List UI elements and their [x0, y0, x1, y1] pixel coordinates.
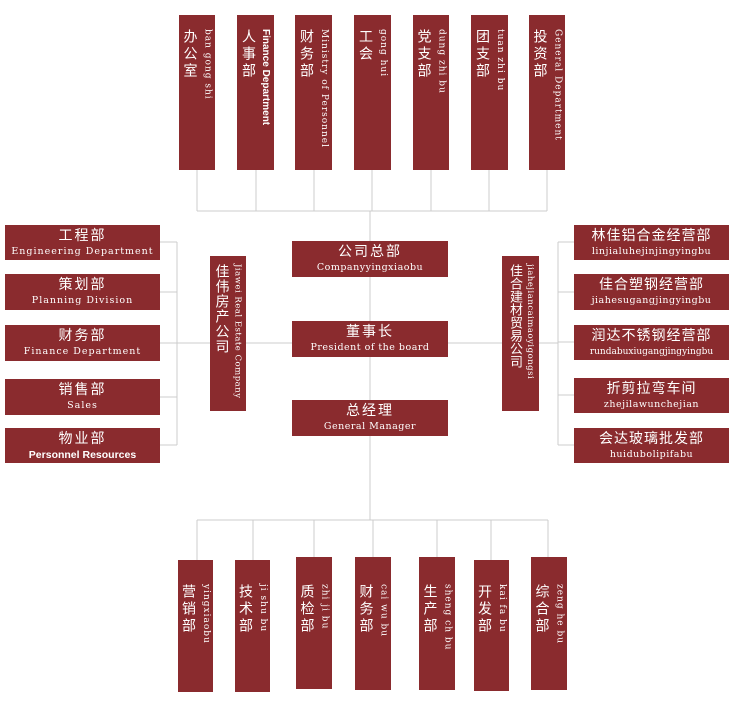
- left-company: 佳伟房产公司 Jiawei Real Estate Company: [210, 256, 246, 411]
- dept-name: 办公室: [181, 29, 198, 80]
- top-dept-office: 办公室 ban gong shi: [179, 15, 215, 170]
- dept-name-en: Sales: [67, 400, 98, 411]
- dept-name-en: Ministry of Personnel: [319, 29, 329, 148]
- dept-name: 策划部: [58, 277, 107, 293]
- top-dept-union: 工会 gong hui: [354, 15, 391, 170]
- dept-name: 投资部: [531, 29, 548, 80]
- bottom-dept-production: 生产部 sheng ch bu: [419, 557, 455, 690]
- dept-name-en: tuan zhi bu: [495, 29, 505, 92]
- top-dept-finance: 财务部 Ministry of Personnel: [295, 15, 332, 170]
- company-name: 佳合建材贸易公司: [507, 264, 522, 368]
- dept-name-en: yingxiaobu: [201, 584, 211, 644]
- dept-name: 林佳铝合金经营部: [591, 227, 712, 244]
- top-dept-party-branch: 党支部 dung zhi bu: [413, 15, 449, 170]
- dept-name-en: sheng ch bu: [442, 584, 453, 651]
- bottom-dept-development: 开发部 kai fa bu: [474, 560, 509, 691]
- right-dept-stainless-steel: 润达不锈钢经营部 rundabuxiugangjingyingbu: [574, 325, 729, 360]
- center-name: 董事长: [346, 324, 394, 340]
- dept-name-en: ban gong shi: [202, 29, 213, 100]
- dept-name: 综合部: [533, 584, 550, 635]
- dept-name: 质检部: [298, 584, 315, 635]
- dept-name-en: rundabuxiugangjingyingbu: [589, 346, 714, 357]
- dept-name-en: cai wu bu: [378, 584, 389, 638]
- dept-name: 会达玻璃批发部: [599, 430, 704, 447]
- dept-name: 财务部: [58, 328, 107, 344]
- center-headquarters: 公司总部 Companyyingxiaobu: [292, 241, 448, 277]
- top-dept-investment: 投资部 General Department: [529, 15, 565, 170]
- bottom-dept-quality: 质检部 zhi ji bu: [296, 557, 332, 689]
- dept-name-en: jiahesugangjingyingbu: [591, 295, 712, 306]
- dept-name-en: Finance Department: [260, 29, 271, 126]
- center-name-en: President of the board: [310, 342, 430, 353]
- center-name: 总经理: [346, 403, 394, 419]
- bottom-dept-technology: 技术部 ji shu bu: [235, 560, 270, 692]
- dept-name: 工程部: [58, 227, 107, 244]
- left-dept-planning: 策划部 Planning Division: [5, 274, 160, 310]
- dept-name: 财务部: [357, 584, 374, 635]
- dept-name-en: General Department: [552, 29, 563, 141]
- dept-name: 财务部: [298, 29, 314, 80]
- center-name: 公司总部: [338, 244, 402, 260]
- dept-name-en: Personnel Resources: [28, 448, 137, 461]
- right-dept-plastic-steel: 佳合塑钢经营部 jiahesugangjingyingbu: [574, 274, 729, 310]
- right-dept-aluminum: 林佳铝合金经营部 linjialuhejinjingyingbu: [574, 225, 729, 260]
- dept-name: 团支部: [474, 29, 490, 80]
- dept-name-en: zhi ji bu: [319, 584, 330, 630]
- dept-name-en: zeng he bu: [554, 584, 565, 645]
- bottom-dept-finance: 财务部 cai wu bu: [355, 557, 391, 690]
- dept-name-en: dung zhi bu: [436, 29, 447, 94]
- right-company: 佳合建材贸易公司 jiahejiancaimaoyigongsi: [502, 256, 539, 411]
- dept-name: 销售部: [58, 382, 107, 398]
- dept-name: 党支部: [415, 29, 432, 80]
- top-dept-league-branch: 团支部 tuan zhi bu: [471, 15, 508, 170]
- dept-name-en: huidubolipifabu: [609, 448, 694, 460]
- company-name: 佳伟房产公司: [213, 264, 230, 354]
- center-chairman: 董事长 President of the board: [292, 321, 448, 357]
- dept-name: 润达不锈钢经营部: [591, 327, 712, 344]
- dept-name-en: gong hui: [378, 29, 388, 78]
- dept-name: 技术部: [237, 584, 253, 635]
- company-name-en: Jiawei Real Estate Company: [232, 264, 243, 399]
- dept-name-en: ji shu bu: [258, 584, 268, 633]
- dept-name-en: zhejilawunchejian: [603, 398, 700, 410]
- left-dept-property: 物业部 Personnel Resources: [5, 428, 160, 463]
- dept-name-en: Finance Department: [23, 346, 142, 357]
- dept-name-en: kai fa bu: [497, 584, 507, 633]
- left-dept-sales: 销售部 Sales: [5, 379, 160, 415]
- bottom-dept-general: 综合部 zeng he bu: [531, 557, 567, 690]
- left-dept-engineering: 工程部 Engineering Department: [5, 225, 160, 260]
- right-dept-glass-wholesale: 会达玻璃批发部 huidubolipifabu: [574, 428, 729, 463]
- dept-name: 人事部: [240, 29, 256, 80]
- dept-name: 营销部: [180, 584, 196, 635]
- dept-name-en: linjialuhejinjingyingbu: [591, 245, 712, 257]
- right-dept-bending-workshop: 折剪拉弯车间 zhejilawunchejian: [574, 378, 729, 413]
- center-name-en: Companyyingxiaobu: [316, 262, 424, 273]
- dept-name: 佳合塑钢经营部: [599, 277, 704, 293]
- center-name-en: General Manager: [323, 421, 417, 432]
- top-dept-personnel: 人事部 Finance Department: [237, 15, 274, 170]
- bottom-dept-marketing: 营销部 yingxiaobu: [178, 560, 213, 692]
- center-general-manager: 总经理 General Manager: [292, 400, 448, 436]
- left-dept-finance: 财务部 Finance Department: [5, 325, 160, 361]
- dept-name: 物业部: [58, 430, 107, 447]
- dept-name: 开发部: [476, 584, 492, 635]
- dept-name-en: Engineering Department: [11, 245, 154, 257]
- dept-name-en: Planning Division: [31, 295, 134, 306]
- dept-name: 折剪拉弯车间: [606, 380, 697, 397]
- dept-name: 工会: [357, 29, 373, 63]
- company-name-en: jiahejiancaimaoyigongsi: [525, 264, 535, 380]
- dept-name: 生产部: [421, 584, 438, 635]
